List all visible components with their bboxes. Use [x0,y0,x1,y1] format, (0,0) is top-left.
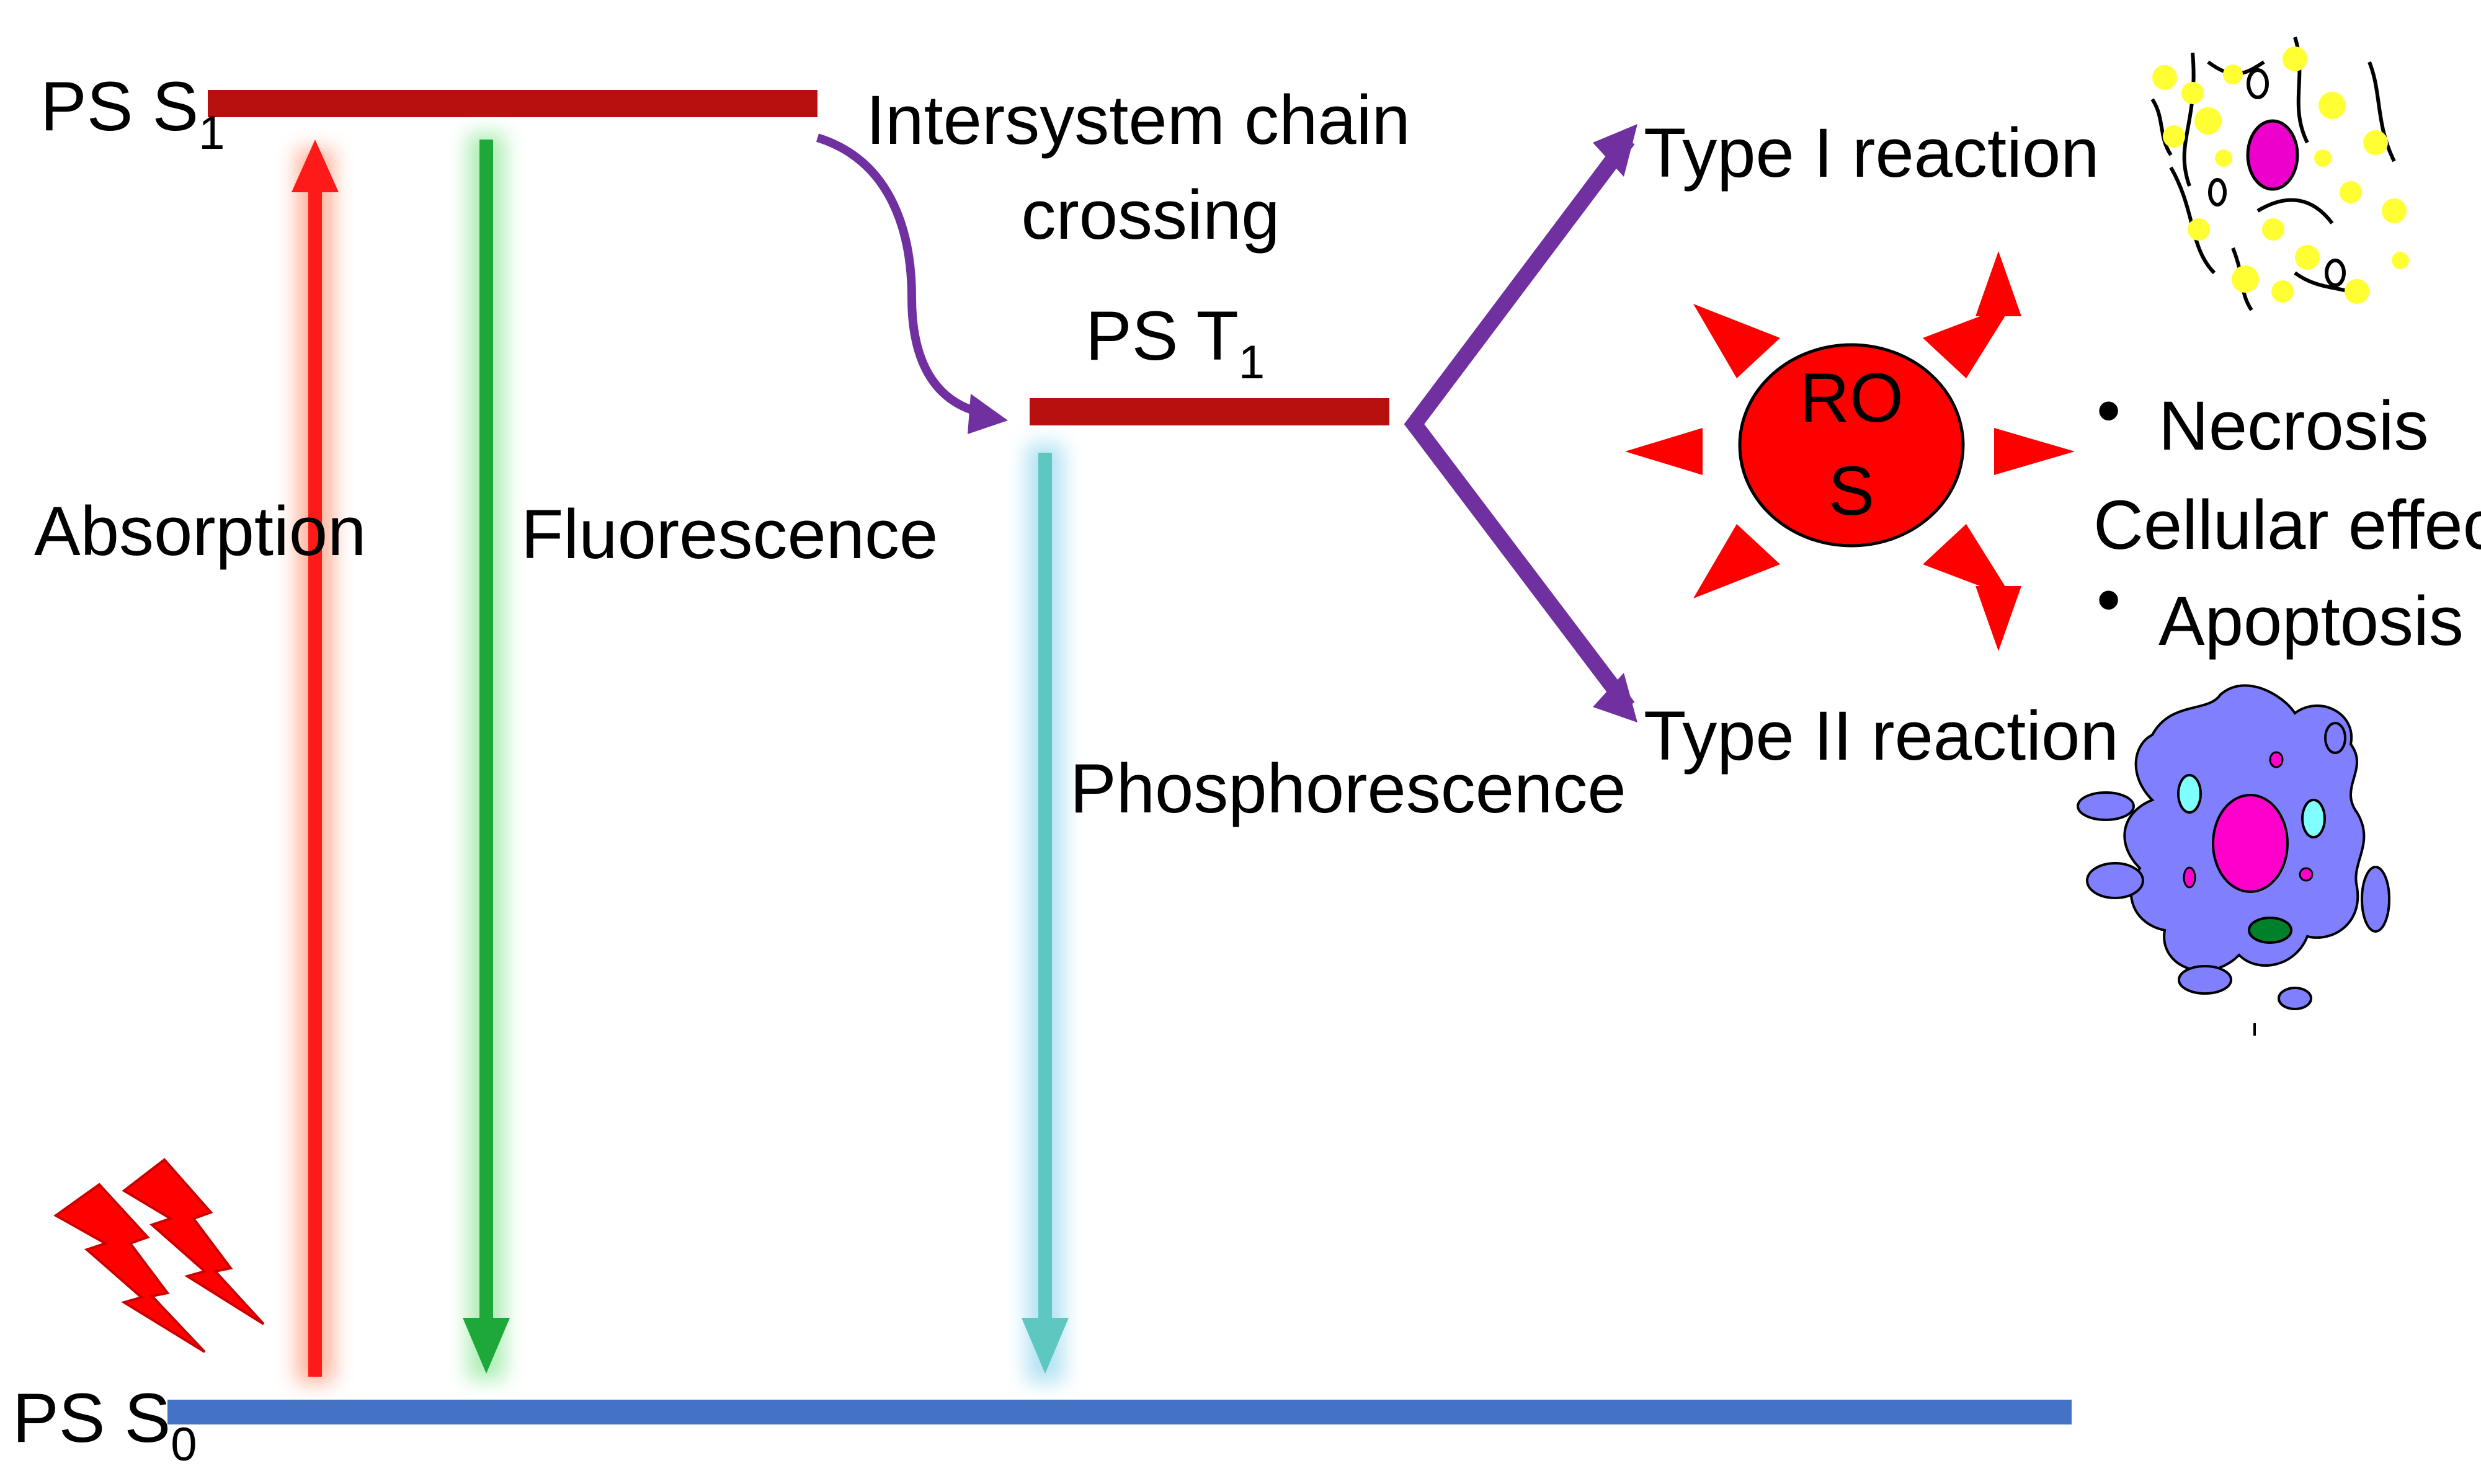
s0-level-label: PS S0 [12,1379,197,1471]
apoptotic-cell-icon [2077,684,2390,1036]
isc-label-line2: crossing [1021,176,1280,254]
branch-arrows [1404,124,1637,722]
s1-level-label: PS S1 [40,68,225,159]
absorption-arrow [292,140,339,1383]
apoptosis-bullet: • [2096,561,2121,638]
apoptosis-label: Apoptosis [2158,582,2464,660]
isc-label-line1: Intersystem chain [866,81,1410,159]
necrosis-label: Necrosis [2158,387,2429,464]
lightning-icon [53,1158,265,1353]
type2-reaction-label: Type II reaction [1644,697,2119,775]
fluorescence-arrow [463,133,510,1380]
type1-reaction-label: Type I reaction [1644,114,2100,192]
fluorescence-label: Fluorescence [521,495,938,573]
t1-level-label: PS T1 [1085,297,1265,389]
necrotic-cell-icon [2150,37,2409,311]
cellular-effects-label: Cellular effects [2093,486,2481,564]
ros-label-line2: S [1828,452,1875,530]
phosphorescence-arrow [1022,443,1069,1383]
isc-curved-arrow [816,133,1008,434]
necrosis-bullet: • [2096,371,2121,449]
phosphorescence-label: Phosphorescence [1070,750,1626,827]
ros-label-line1: RO [1799,359,1904,437]
ros-sun-icon: RO S [1625,251,2075,651]
absorption-label: Absorption [34,492,366,570]
